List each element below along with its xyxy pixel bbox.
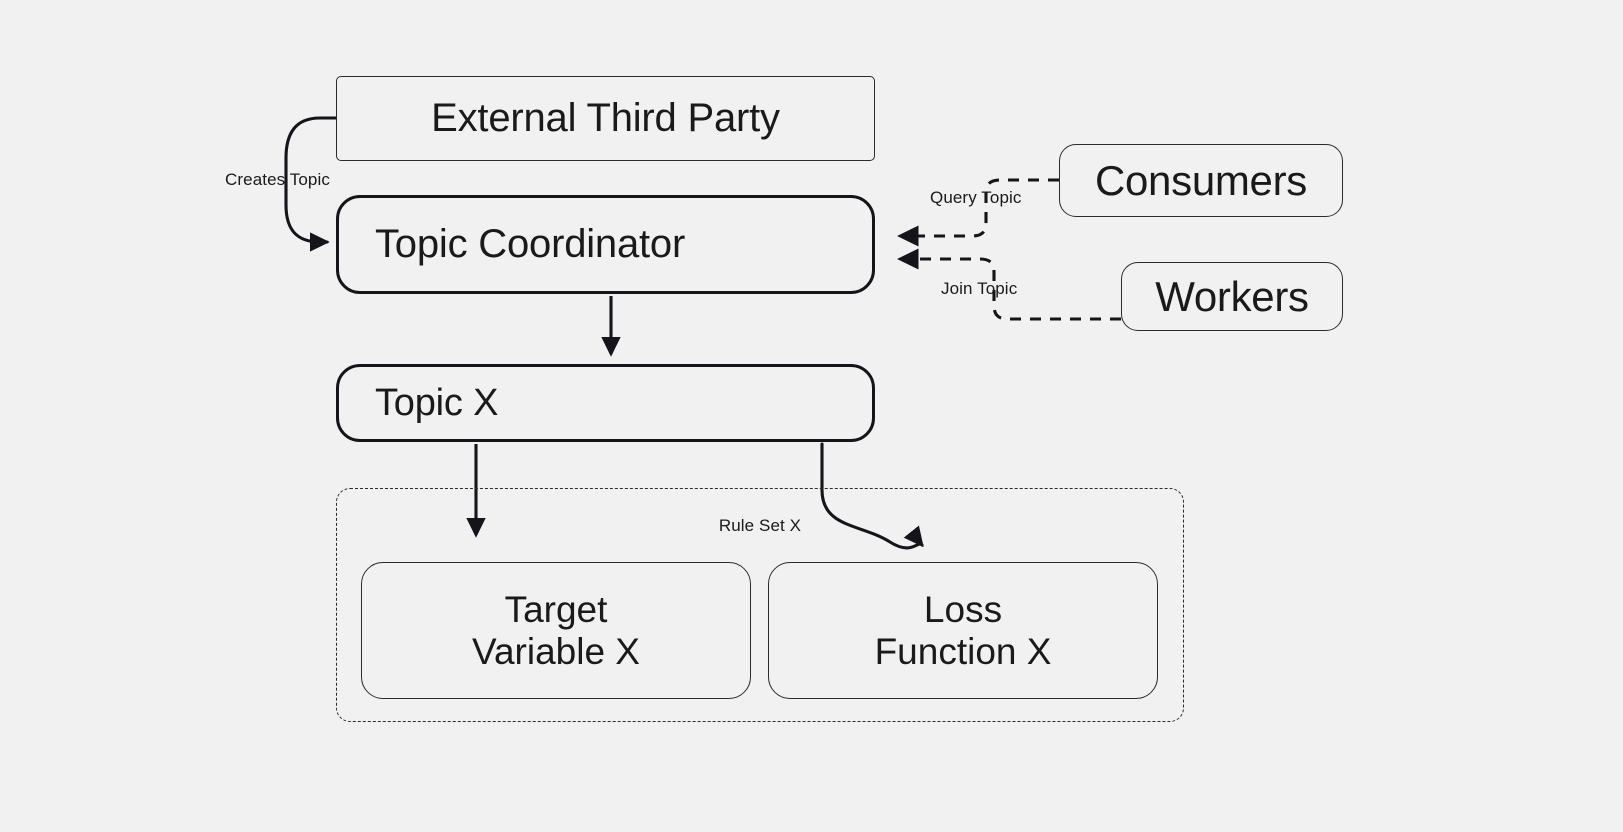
node-loss-function-x[interactable]: Loss Function X [768,562,1158,699]
node-external-third-party[interactable]: External Third Party [336,76,875,161]
edge-creates-topic [284,116,338,252]
edge-label-join-topic: Join Topic [941,279,1018,298]
node-target-variable-x[interactable]: Target Variable X [361,562,751,699]
node-topic-x[interactable]: Topic X [336,364,875,442]
node-workers[interactable]: Workers [1121,262,1343,331]
node-consumers[interactable]: Consumers [1059,144,1343,217]
edge-query-topic [897,178,1059,247]
group-rule-set-x [336,488,1184,722]
edge-topic-x-to-loss-function-x [820,442,924,550]
node-topic-coordinator[interactable]: Topic Coordinator [336,195,875,294]
edge-label-creates-topic: Creates Topic [225,170,330,189]
edge-join-topic [897,248,1121,321]
edge-label-query-topic: Query Topic [930,188,1022,207]
